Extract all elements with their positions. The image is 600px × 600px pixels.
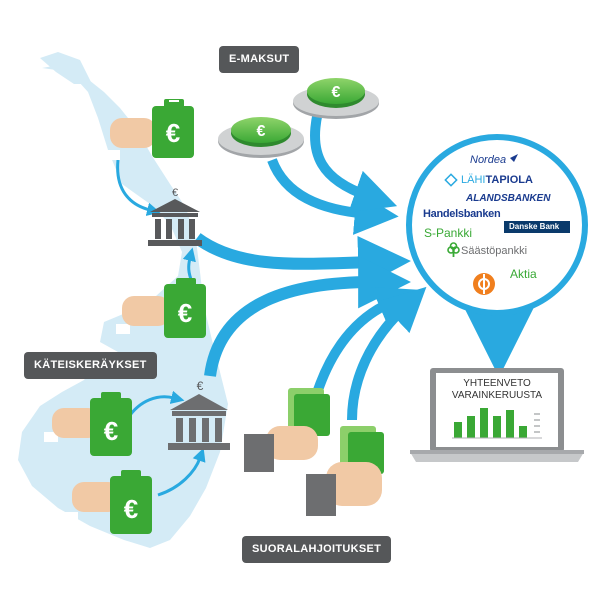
collection-box-hand-lower: € (44, 392, 132, 456)
small-arrow-top-deposit (116, 159, 161, 216)
collection-box-hand-bottom: € (64, 470, 152, 534)
svg-text:€: € (104, 416, 118, 446)
collection-box-hand-top: € (106, 99, 194, 160)
danske-bank-badge (504, 221, 570, 233)
flow-arrow-bank-bottom (204, 255, 411, 377)
op-icon (473, 273, 495, 295)
direct-donations-label: SUORALAHJOITUKSET (242, 536, 392, 563)
nordea-icon (510, 154, 518, 162)
svg-text:€: € (332, 84, 341, 101)
banks-circle (406, 134, 588, 316)
svg-text:€: € (178, 298, 192, 328)
alandsbanken-logo: ALANDSBANKEN (466, 193, 551, 204)
flow-arrow-e-payments-2 (310, 110, 398, 213)
svg-text:€: € (172, 187, 178, 199)
e-payment-coin-bottom: € (218, 117, 304, 158)
flow-arrow-bank-top (193, 233, 411, 289)
handelsbanken-logo: Handelsbanken (423, 208, 501, 220)
monitor-title-line1: YHTEENVETO (463, 378, 531, 389)
summary-monitor: YHTEENVETO VARAINKERUUSTA (410, 368, 584, 462)
svg-text:€: € (257, 123, 266, 140)
summary-bar-chart (452, 408, 542, 439)
e-payments-label: E-MAKSUT (219, 46, 300, 73)
lahitapiola-logo: LÄHITAPIOLA (461, 174, 533, 186)
s-pankki-logo: S-Pankki (424, 226, 473, 240)
cash-collections-label: KÄTEISKERÄYKSET (24, 352, 157, 379)
monitor-title-line2: VARAINKERUUSTA (452, 390, 543, 401)
direct-donation-hand-upper (244, 388, 330, 472)
lahitapiola-logo-part1: LÄHI (461, 174, 486, 186)
saastopankki-icon (447, 242, 460, 257)
saastopankki-logo: Säästöpankki (461, 245, 528, 257)
svg-text:€: € (166, 118, 180, 148)
bank-building-bottom: € (168, 379, 230, 450)
svg-text:€: € (197, 379, 204, 393)
e-payment-coin-top: € (293, 78, 379, 119)
finland-map-north (40, 52, 92, 84)
lahitapiola-logo-part2: TAPIOLA (485, 174, 533, 186)
svg-text:€: € (124, 494, 138, 524)
collection-box-hand-middle: € (116, 278, 206, 338)
small-arrow-bottom-deposit (157, 447, 206, 497)
nordea-logo: Nordea (470, 154, 507, 166)
bank-building-top: € (148, 187, 202, 246)
aktia-logo: Aktia (510, 267, 537, 281)
flow-arrow-direct-2 (347, 286, 427, 421)
lahitapiola-icon (444, 173, 458, 187)
danske-bank-logo: Danske Bank (509, 222, 560, 231)
direct-donation-hand-lower (306, 426, 384, 516)
